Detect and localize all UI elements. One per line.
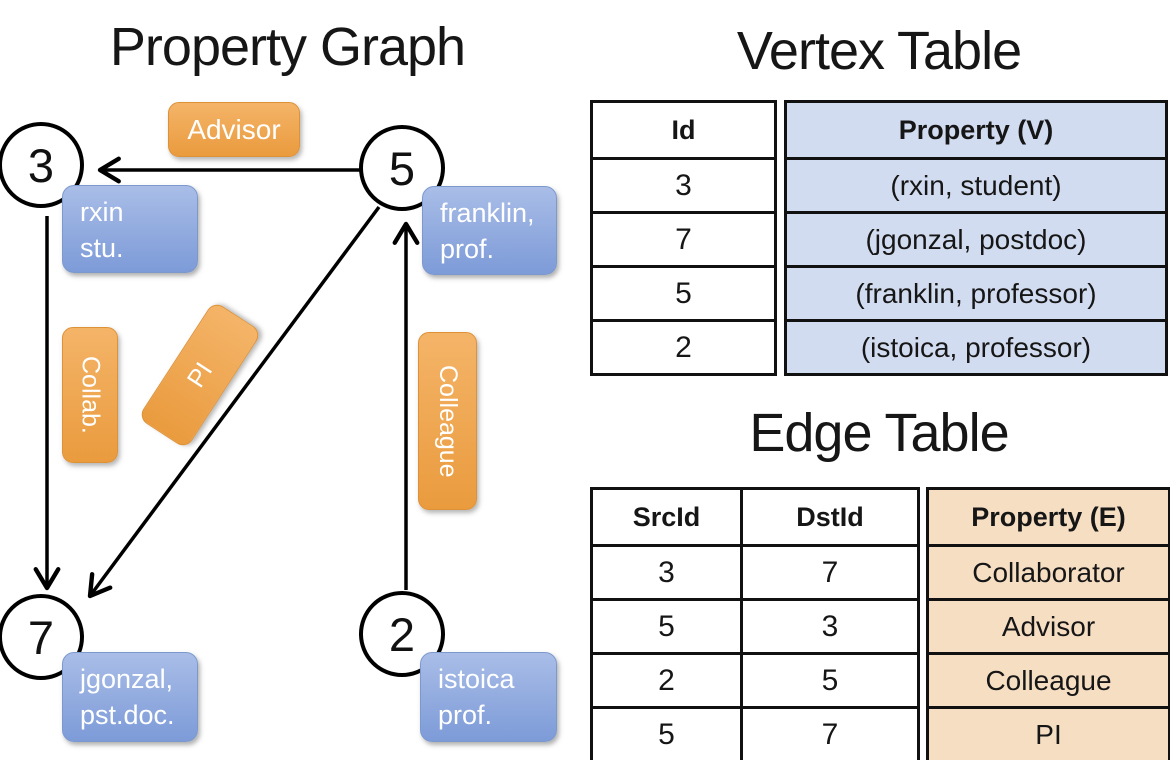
table-cell: (istoica, professor) (784, 319, 1168, 376)
edge-table-header-property: Property (E) (926, 487, 1170, 547)
table-cell: Colleague (926, 652, 1170, 709)
edge-table-property-column: Property (E) Collaborator Advisor Collea… (926, 487, 1170, 760)
vertex-property-line: stu. (80, 232, 124, 263)
table-cell: 7 (740, 706, 920, 760)
table-cell: 5 (590, 265, 777, 322)
edge-label-text: Collab. (76, 356, 105, 434)
vertex-table: Id 3 7 5 2 Property (V) (rxin, student) … (590, 100, 1168, 376)
edge-label-collab: Collab. (62, 327, 118, 463)
table-cell: 3 (590, 544, 743, 601)
vertex-property-line: franklin, (440, 198, 535, 228)
vertex-property-line: jgonzal, (80, 664, 174, 694)
table-cell: 3 (590, 157, 777, 214)
vertex-node-2-id: 2 (388, 607, 416, 661)
vertex-property-line: pst.doc. (80, 699, 175, 730)
vertex-table-title: Vertex Table (736, 21, 1022, 81)
vertex-table-property-column: Property (V) (rxin, student) (jgonzal, p… (784, 100, 1168, 376)
table-cell: PI (926, 706, 1170, 760)
vertex-table-id-column: Id 3 7 5 2 (590, 100, 777, 376)
table-cell: 2 (590, 652, 743, 709)
vertex-table-header-property: Property (V) (784, 100, 1168, 160)
edge-table-id-columns: SrcId DstId 3 7 5 3 2 5 5 7 (590, 487, 920, 760)
vertex-property-line: istoica (438, 664, 515, 694)
table-cell: 7 (740, 544, 920, 601)
edge-table-title: Edge Table (749, 403, 1009, 463)
table-cell: 3 (740, 598, 920, 655)
vertex-property-line: rxin (80, 197, 124, 227)
vertex-node-3-id: 3 (27, 138, 55, 192)
edge-label-colleague: Colleague (418, 332, 477, 510)
vertex-property-line: prof. (438, 699, 493, 730)
edge-label-advisor: Advisor (168, 102, 300, 157)
vertex-node-5-id: 5 (388, 141, 416, 195)
graph-edges-layer (33, 156, 420, 599)
table-cell: 5 (590, 598, 743, 655)
vertex-property-box-franklin: franklin, prof. (422, 186, 557, 275)
table-cell: Collaborator (926, 544, 1170, 601)
edge-table-header-dstid: DstId (740, 487, 920, 547)
property-graph-title: Property Graph (109, 17, 466, 77)
vertex-node-2: 2 (359, 591, 445, 677)
edge-table: SrcId DstId 3 7 5 3 2 5 5 7 Property (E)… (590, 487, 1170, 760)
edge-table-header-srcid: SrcId (590, 487, 743, 547)
table-cell: 5 (740, 652, 920, 709)
edge-label-text: PI (181, 357, 218, 393)
edge-label-text: Advisor (187, 113, 281, 145)
table-cell: Advisor (926, 598, 1170, 655)
table-cell: 7 (590, 211, 777, 268)
vertex-node-7-id: 7 (27, 610, 55, 664)
edge-arrow-5-to-7 (87, 205, 381, 599)
table-cell: 2 (590, 319, 777, 376)
edge-label-text: Colleague (434, 364, 462, 478)
vertex-property-line: prof. (440, 233, 495, 264)
vertex-property-box-rxin: rxin stu. (62, 185, 198, 273)
vertex-property-box-jgonzal: jgonzal, pst.doc. (62, 652, 198, 742)
table-cell: (rxin, student) (784, 157, 1168, 214)
table-cell: (franklin, professor) (784, 265, 1168, 322)
table-cell: 5 (590, 706, 743, 760)
vertex-table-header-id: Id (590, 100, 777, 160)
table-cell: (jgonzal, postdoc) (784, 211, 1168, 268)
vertex-property-box-istoica: istoica prof. (420, 652, 557, 742)
